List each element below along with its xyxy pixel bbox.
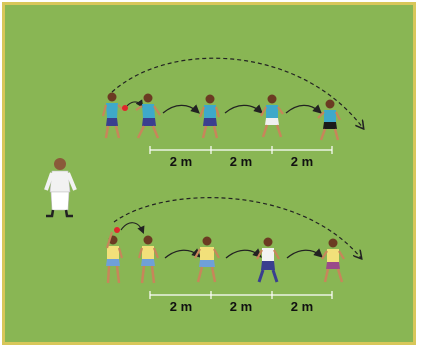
bottom-player-4 (256, 237, 280, 283)
ball (122, 105, 128, 111)
coach-figure (44, 158, 77, 218)
bottom-distance-label-1: 2 m (169, 299, 193, 314)
bottom-distance-label-2: 2 m (229, 299, 253, 314)
bottom-player-1 (105, 227, 124, 284)
top-run-arrow-2 (224, 104, 263, 114)
top-player-5 (317, 99, 341, 141)
bottom-player-5 (321, 238, 345, 283)
top-run-arrow-3 (285, 104, 322, 114)
top-distance-label-1: 2 m (169, 154, 193, 169)
top-distance-markers (149, 146, 333, 154)
top-run-arrow-1 (162, 104, 200, 114)
field-border (2, 2, 416, 345)
bottom-run-arrow-3 (286, 248, 323, 259)
bottom-pass-arrow (120, 222, 145, 235)
ball (114, 227, 120, 233)
top-distance-label-3: 2 m (290, 154, 314, 169)
top-player-3 (198, 94, 221, 139)
top-player-2 (135, 93, 161, 139)
top-distance-label-2: 2 m (229, 154, 253, 169)
top-return-arc (111, 57, 363, 128)
top-player-1 (101, 92, 128, 139)
bottom-player-2 (137, 235, 160, 284)
bottom-run-arrow-2 (225, 248, 262, 259)
bottom-return-arc (113, 197, 361, 258)
bottom-distance-markers (149, 291, 333, 299)
top-player-4 (260, 94, 284, 138)
bottom-player-3 (194, 236, 220, 283)
pitch (4, 4, 415, 343)
bottom-distance-label-3: 2 m (290, 299, 314, 314)
